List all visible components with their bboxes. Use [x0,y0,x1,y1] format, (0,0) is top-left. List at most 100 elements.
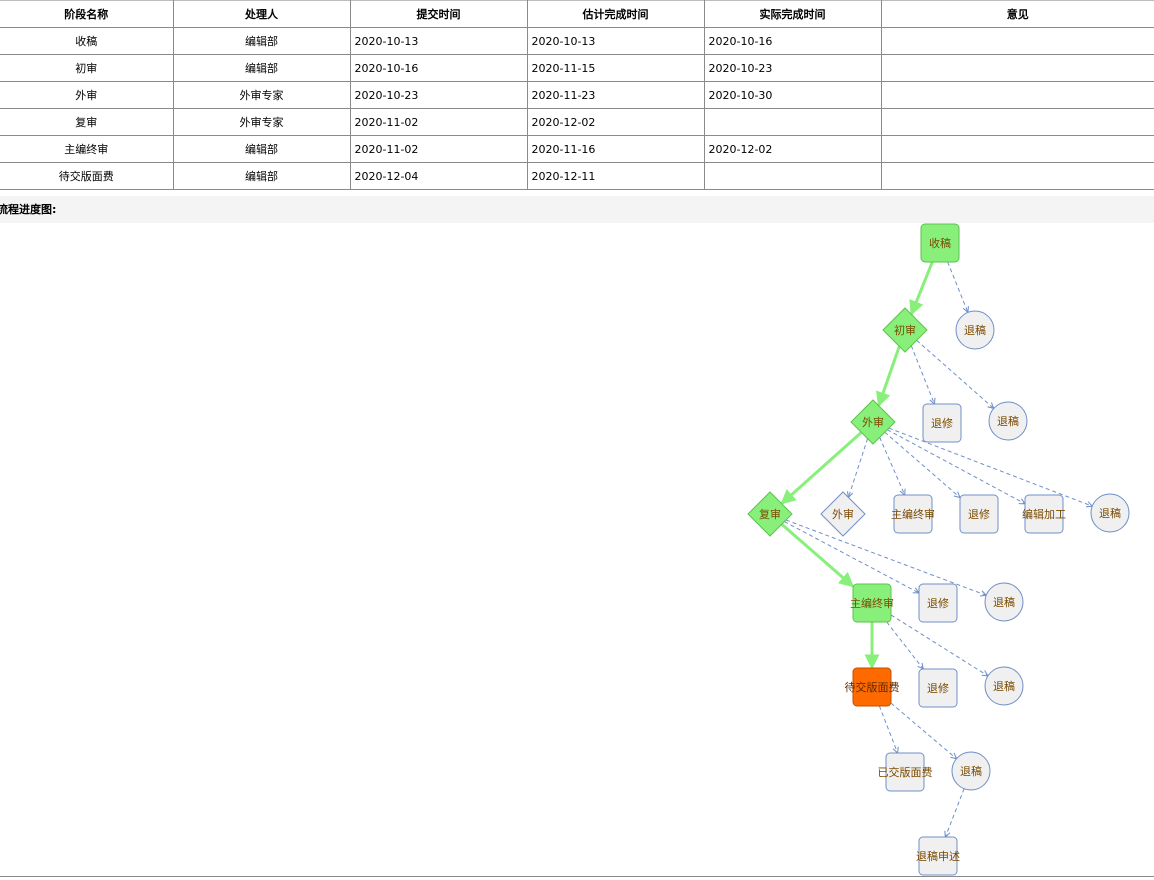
flow-node-label: 退修 [968,507,990,521]
flow-node-receive: 收稿 [920,223,960,263]
flow-option-edge [916,339,994,408]
cell-submit-time: 2020-11-02 [349,108,528,136]
cell-stage-name: 复审 [0,108,174,136]
flow-node-shape [959,494,999,534]
flow-option-edge [878,705,897,753]
flow-node-shape [922,403,962,443]
flow-node-reject2: 退稿 [988,401,1028,441]
header-estimated-time: 估计完成时间 [526,0,705,28]
flow-node-label: 退修 [931,416,953,430]
flow-option-edge [879,437,905,495]
cell-opinion [880,162,1154,190]
flow-option-edge [887,429,1025,504]
cell-handler: 编辑部 [172,54,351,82]
cell-estimated-time: 2020-12-02 [526,108,705,136]
flow-node-shape [850,399,896,445]
cell-estimated-time: 2020-11-23 [526,81,705,109]
flow-node-first: 初审 [882,307,928,353]
cell-submit-time: 2020-12-04 [349,162,528,190]
cell-opinion [880,108,1154,136]
flow-node-label: 退稿 [993,595,1015,609]
flow-node-label: 主编终审 [891,507,935,521]
flow-node-revise1: 退修 [922,403,962,443]
cell-actual-time [703,108,882,136]
flow-option-edge [945,788,965,837]
flow-option-edge [886,621,923,669]
table-row: 主编终审 编辑部 2020-11-02 2020-11-16 2020-12-0… [0,135,1154,163]
flow-diagram: 收稿退稿初审退修退稿外审复审外审主编终审退修编辑加工退稿主编终审退修退稿待交版面… [747,223,1130,876]
flow-node-shape [918,668,958,708]
flow-node-shape [747,491,793,537]
flow-node-label: 收稿 [929,236,951,250]
cell-handler: 编辑部 [172,27,351,55]
header-stage-name: 阶段名称 [0,0,174,28]
flow-node-shape [951,751,991,791]
cell-stage-name: 外审 [0,81,174,109]
flow-node-label: 初审 [894,323,916,337]
flow-node-shape [984,582,1024,622]
header-handler: 处理人 [172,0,351,28]
flow-node-label: 退稿 [960,764,982,778]
flow-node-label: 退稿 [964,323,986,337]
flow-node-shape [918,583,958,623]
flow-node-shape [852,583,892,623]
flow-node-final_a: 主编终审 [891,494,935,534]
flow-node-appeal: 退稿申述 [916,836,960,876]
flow-node-fee: 待交版面费 [845,667,900,707]
cell-estimated-time: 2020-10-13 [526,27,705,55]
flow-option-edge [947,261,968,312]
flow-node-external: 外审 [850,399,896,445]
flow-option-edge [848,438,869,498]
table-row: 外审 外审专家 2020-10-23 2020-11-23 2020-10-30 [0,81,1154,109]
flow-node-reject4: 退稿 [984,582,1024,622]
cell-opinion [880,27,1154,55]
flow-node-shape [955,310,995,350]
table-header-row: 阶段名称 处理人 提交时间 估计完成时间 实际完成时间 意见 [0,0,1154,28]
stage-table: 阶段名称 处理人 提交时间 估计完成时间 实际完成时间 意见 收稿 编辑部 20… [0,0,1154,190]
flow-option-edge [890,702,957,759]
header-actual-time: 实际完成时间 [703,0,882,28]
cell-submit-time: 2020-10-23 [349,81,528,109]
flow-node-edit: 编辑加工 [1022,494,1066,534]
cell-opinion [880,54,1154,82]
flow-option-edge [890,614,988,676]
flow-node-shape [988,401,1028,441]
flow-node-label: 退稿 [1099,506,1121,520]
flow-node-shape [885,752,925,792]
cell-stage-name: 初审 [0,54,174,82]
flow-node-label: 编辑加工 [1022,507,1066,521]
flow-node-review: 复审 [747,491,793,537]
cell-actual-time: 2020-10-16 [703,27,882,55]
flow-node-shape [852,667,892,707]
flow-node-label: 退修 [927,681,949,695]
cell-submit-time: 2020-11-02 [349,135,528,163]
cell-submit-time: 2020-10-16 [349,54,528,82]
cell-stage-name: 主编终审 [0,135,174,163]
cell-actual-time: 2020-12-02 [703,135,882,163]
bottom-divider [0,876,1154,877]
cell-handler: 编辑部 [172,135,351,163]
flow-node-reject6: 退稿 [951,751,991,791]
flow-node-final: 主编终审 [850,583,894,623]
flow-node-shape [920,223,960,263]
cell-estimated-time: 2020-11-16 [526,135,705,163]
header-submit-time: 提交时间 [349,0,528,28]
flow-node-reject5: 退稿 [984,666,1024,706]
flow-node-revise3: 退修 [918,583,958,623]
flow-node-shape [984,666,1024,706]
flow-path-edge [909,261,934,316]
flow-node-label: 退稿 [997,414,1019,428]
cell-actual-time [703,162,882,190]
flow-path-edge [876,345,901,408]
flow-node-label: 退稿申述 [916,849,960,863]
flow-node-external2: 外审 [820,491,866,537]
cell-estimated-time: 2020-11-15 [526,54,705,82]
cell-handler: 外审专家 [172,108,351,136]
flow-node-label: 已交版面费 [878,765,933,779]
flow-node-paid: 已交版面费 [878,752,933,792]
cell-opinion [880,81,1154,109]
table-row: 初审 编辑部 2020-10-16 2020-11-15 2020-10-23 [0,54,1154,82]
flow-node-label: 外审 [862,415,884,429]
cell-submit-time: 2020-10-13 [349,27,528,55]
header-opinion: 意见 [880,0,1154,28]
